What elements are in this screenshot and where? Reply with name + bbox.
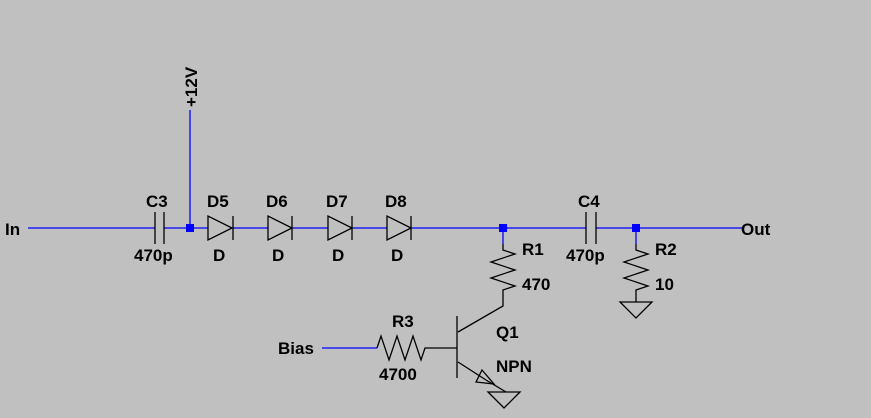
junction-r2 [632,224,640,232]
diode-d6-symbol [267,214,294,242]
net-label-output: Out [741,220,771,239]
resistor-r2-symbol [621,244,651,302]
junction-r1 [499,224,507,232]
net-label-supply: +12V [182,66,201,107]
r1-value-label: 470 [522,275,550,294]
diode-d7-symbol [327,214,354,242]
r2-ref-label: R2 [655,240,677,259]
diode-d8-symbol [386,214,413,242]
d7-value-label: D [332,246,344,265]
capacitor-c4-symbol [585,212,597,244]
c4-value-label: 470p [566,246,605,265]
resistor-r3-symbol [376,333,457,363]
transistor-q1-symbol [456,298,507,393]
c4-ref-label: C4 [578,192,600,211]
r3-ref-label: R3 [392,312,414,331]
junction-c3-supply [186,224,194,232]
d8-ref-label: D8 [385,192,407,211]
d6-value-label: D [272,246,284,265]
ground-q1-icon [486,391,522,409]
net-label-input: In [5,220,20,239]
net-label-bias: Bias [278,339,314,358]
d5-ref-label: D5 [207,192,229,211]
c3-ref-label: C3 [146,192,168,211]
wires [28,110,742,349]
r1-ref-label: R1 [522,240,544,259]
q1-value-label: NPN [496,357,532,376]
d6-ref-label: D6 [266,192,288,211]
d5-value-label: D [213,246,225,265]
d8-value-label: D [391,246,403,265]
d7-ref-label: D7 [326,192,348,211]
resistor-r1-symbol [488,244,518,298]
q1-ref-label: Q1 [496,323,519,342]
r2-value-label: 10 [655,275,674,294]
diode-d5-symbol [207,214,234,242]
ground-r2-icon [618,301,654,319]
capacitor-c3-symbol [154,212,165,244]
r3-value-label: 4700 [379,365,417,384]
c3-value-label: 470p [134,246,173,265]
